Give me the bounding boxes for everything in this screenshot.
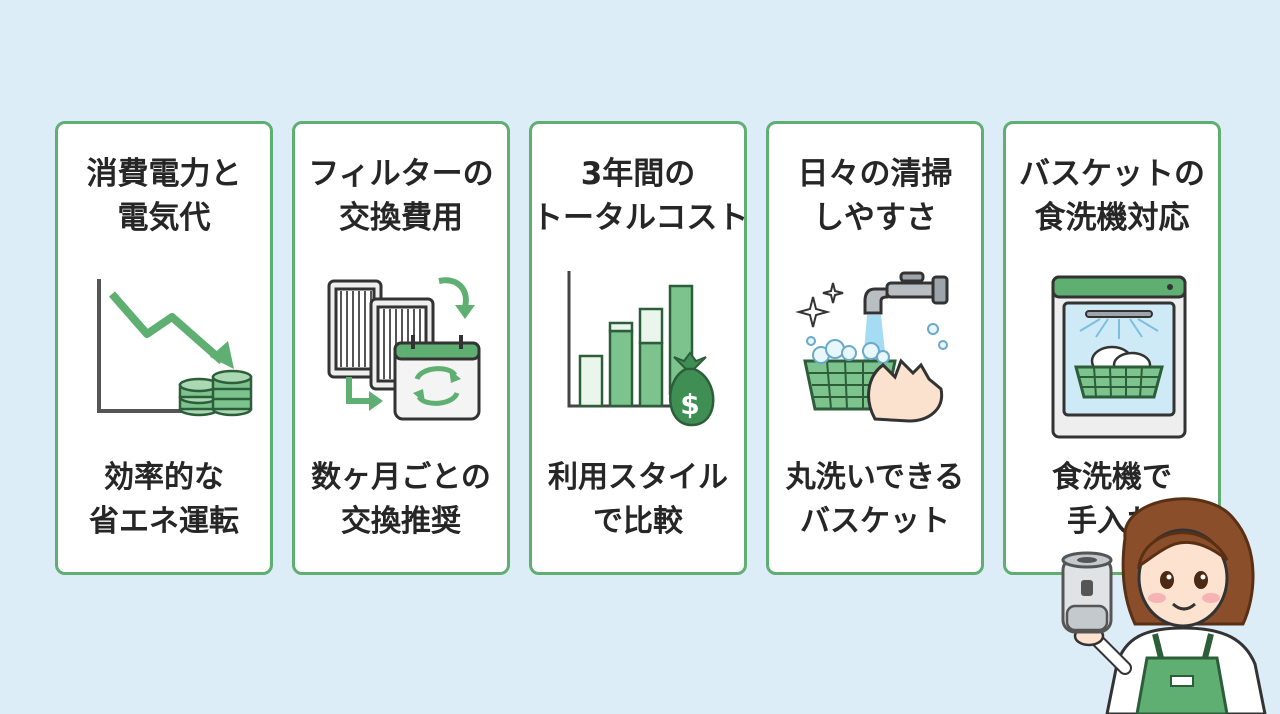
downtrend-chart-with-coins-icon xyxy=(97,279,253,417)
shop-staff-woman-holding-humidifier-icon xyxy=(1061,497,1267,714)
card-caption-line-1: 利用スタイル xyxy=(548,460,728,495)
faucet-washing-basket-icon xyxy=(795,271,949,423)
bar-chart-money-bag-icon: $ xyxy=(567,271,715,427)
card-title: 消費電力と 電気代 xyxy=(58,152,270,240)
card-total-cost: 3年間の トータルコスト $ 利用スタイル で比較 xyxy=(529,121,749,575)
card-title-line-2: しやすさ xyxy=(813,200,937,236)
card-caption: 数ヶ月ごとの 交換推奨 xyxy=(295,456,507,544)
card-dishwasher-basket: バスケットの 食洗機対応 食洗機で 手入れ xyxy=(1003,121,1221,575)
card-caption-line-2: バスケット xyxy=(800,504,950,539)
card-title-line-2: トータルコスト xyxy=(532,200,749,236)
card-filter-cost: フィルターの 交換費用 xyxy=(292,121,510,575)
card-title-line-1: フィルターの xyxy=(308,156,494,192)
card-caption-line-2: で比較 xyxy=(593,504,683,539)
card-power-consumption: 消費電力と 電気代 効率的な 省エネ運転 xyxy=(55,121,273,575)
card-caption-line-1: 丸洗いできる xyxy=(785,460,965,495)
card-title: フィルターの 交換費用 xyxy=(295,152,507,240)
card-title: 日々の清掃 しやすさ xyxy=(769,152,981,240)
card-title-line-1: 日々の清掃 xyxy=(797,156,953,192)
card-title: 3年間の トータルコスト xyxy=(532,152,749,240)
card-caption: 効率的な 省エネ運転 xyxy=(58,456,270,544)
card-title-line-2: 電気代 xyxy=(117,200,211,236)
card-title-line-2: 食洗機対応 xyxy=(1034,200,1190,236)
card-title-line-1: 消費電力と xyxy=(86,156,242,192)
card-title-line-1: 3年間の xyxy=(580,156,696,192)
card-title-line-1: バスケットの xyxy=(1019,156,1205,192)
filter-replacement-calendar-icon xyxy=(327,277,481,421)
card-caption: 利用スタイル で比較 xyxy=(532,456,744,544)
card-caption-line-1: 食洗機で xyxy=(1052,460,1172,495)
svg-text:$: $ xyxy=(680,388,699,421)
card-title: バスケットの 食洗機対応 xyxy=(1006,152,1218,240)
card-title-line-2: 交換費用 xyxy=(339,200,463,236)
dishwasher-basket-icon xyxy=(1051,275,1187,439)
card-caption: 丸洗いできる バスケット xyxy=(769,456,981,544)
card-caption-line-2: 省エネ運転 xyxy=(89,504,239,539)
card-daily-cleaning: 日々の清掃 しやすさ 丸洗いできる バスケット xyxy=(766,121,984,575)
card-caption-line-2: 交換推奨 xyxy=(341,504,461,539)
card-caption-line-1: 効率的な xyxy=(104,460,224,495)
card-caption-line-1: 数ヶ月ごとの xyxy=(311,460,491,495)
